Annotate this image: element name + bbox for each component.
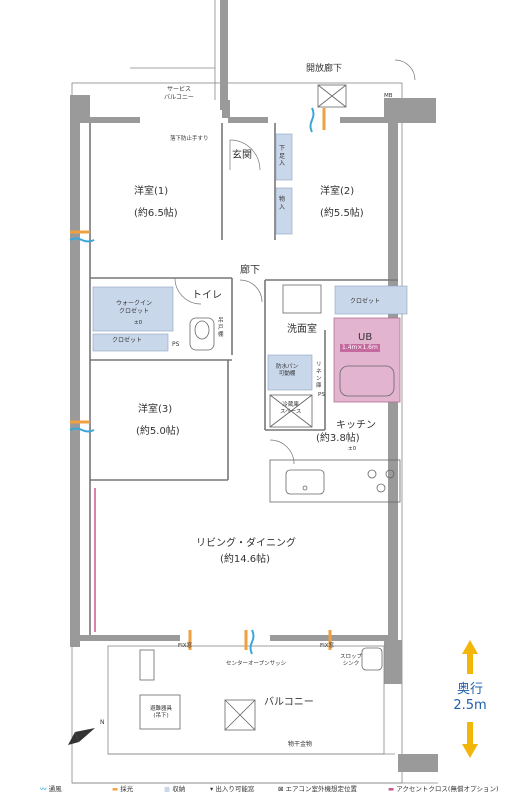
waterproof-pan-label: 防水パン 可動棚 [276,364,299,377]
washroom-label: 洗面室 [287,324,317,335]
fix-left-label: FIX窓 [178,643,193,649]
service-balcony-label: サービス バルコニー [164,86,194,101]
legend-aircon: ⊠ エアコン室外機想定位置 [278,785,358,793]
room2-label: 洋室(2) [320,186,355,197]
storage-areas [92,133,408,391]
slop-sink-label: スロップ シンク [340,654,363,667]
depth-value: 2.5m [453,698,487,713]
legend-storage: ■ 収納 [164,785,186,793]
ps-left-label: PS [172,341,180,348]
fridge-label: 冷蔵庫 スペース [280,402,302,415]
legend-ventilation: 〰 通風 [40,785,62,793]
legend-daylight: ▬ 採光 [112,785,134,793]
hallway-label: 廊下 [240,265,260,276]
shoe-cabinet-label: 下足入 [279,145,286,167]
room1-label: 洋室(1) [134,186,169,197]
partitions [89,123,398,635]
balcony-label: バルコニー [264,697,314,708]
daylight-marks [70,108,332,650]
storage-label: 物入 [279,196,286,211]
depth-arrows [462,640,478,758]
depth-indicator: 奥行 2.5m [440,640,500,765]
kitchen-counter [269,459,401,503]
fall-guard-label: 落下防止手すり [170,136,209,142]
fixtures [139,84,383,731]
legend-accent: ▬ アクセントクロス(無償オプション) [388,785,499,793]
center-sash-label: センターオープンサッシ [226,661,287,667]
open-corridor-label: 開放廊下 [306,64,343,74]
evac-label: 避難器具 (吊下) [150,706,173,719]
entrance-label: 玄関 [232,150,252,161]
kitchen-size: (約3.8帖) [316,433,360,444]
walkin-closet-label: ウォークイン クロゼット [116,300,153,315]
linen-label: リネン庫 [316,362,322,389]
ventilation-marks [69,107,315,655]
ub-size-label: 1.4m×1.6m [340,344,380,352]
fix-right-label: FIX窓 [320,643,335,649]
room3-size: (約5.0帖) [136,426,180,437]
drying-label: 物干金物 [288,741,313,748]
ps-right-label: PS [318,392,325,398]
compass-label: N [100,719,105,726]
living-size: (約14.6帖) [220,554,271,565]
legend-door: ▾ 出入り可能窓 [210,785,255,793]
walkin-level-label: ±0 [134,320,143,326]
depth-label: 奥行 [456,682,483,697]
room3-label: 洋室(3) [138,404,173,415]
compass [68,728,95,745]
bathtub [339,365,395,397]
toilet-shelf-label: 吊戸棚 [218,318,224,338]
room2-size: (約5.5帖) [320,208,364,219]
mb-label: MB [384,93,393,99]
kitchen-label: キッチン [336,420,376,431]
living-label: リビング・ダイニング [196,538,296,549]
closet-left-label: クロゼット [112,337,143,344]
door-swings [174,59,416,465]
toilet-label: トイレ [192,290,222,301]
ub-label: UB [358,332,373,343]
closet-right-label: クロゼット [350,298,381,305]
kitchen-level-label: ±0 [348,446,357,452]
room1-size: (約6.5帖) [134,208,178,219]
unit-bath [333,317,401,403]
legend: 〰 通風 ▬ 採光 ■ 収納 ▾ 出入り可能窓 ⊠ エアコン室外機想定位置 ▬ … [40,781,510,795]
